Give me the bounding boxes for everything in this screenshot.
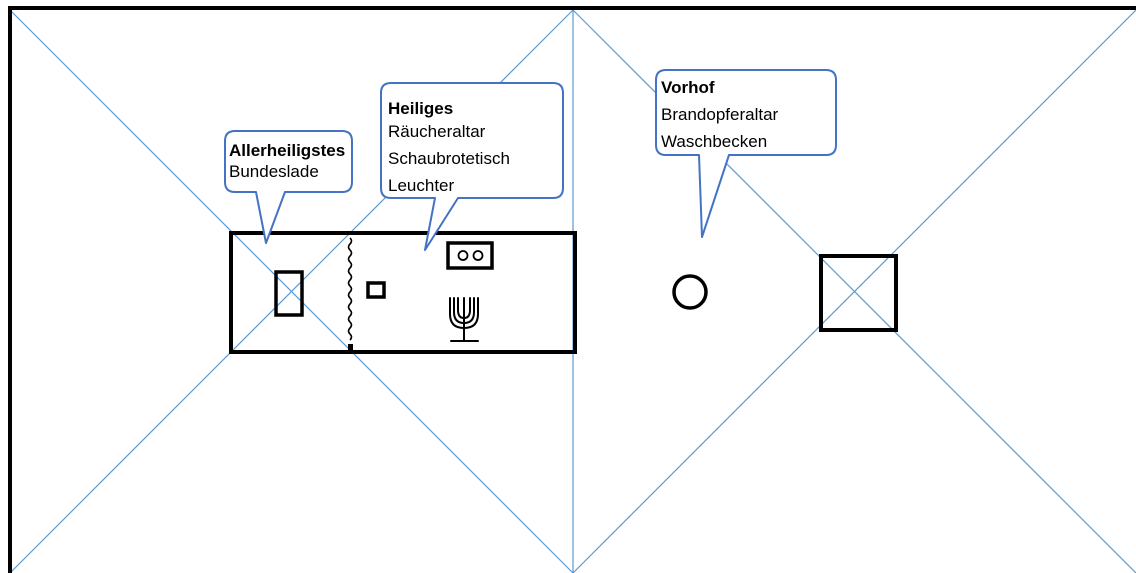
outer-frame: [8, 6, 1136, 573]
veil-icon: [347, 237, 353, 351]
callout-allerheiligstes-title: Allerheiligstes: [229, 141, 346, 160]
callout-allerheiligstes-item: Bundeslade: [229, 162, 319, 181]
showbread-loaf-left: [457, 250, 469, 261]
showbread-table-frame: [446, 241, 494, 270]
callout-heiliges-item: Schaubrotetisch: [388, 149, 510, 168]
callout-vorhof-item: Waschbecken: [661, 132, 768, 151]
callout-heiliges-text: Heiliges Räucheraltar Schaubrotetisch Le…: [388, 98, 510, 196]
callout-heiliges-item: Leuchter: [388, 176, 455, 195]
showbread-loaf-right: [472, 250, 484, 261]
callout-heiliges-title: Heiliges: [388, 99, 454, 118]
callout-heiliges-item: Räucheraltar: [388, 122, 486, 141]
callout-vorhof-title: Vorhof: [661, 78, 715, 97]
guide-line-right-up: [572, 9, 1136, 573]
incense-altar-icon: [366, 281, 386, 299]
veil-base: [348, 344, 353, 351]
callouts: [224, 69, 837, 251]
menorah-arm-middle: [453, 297, 475, 325]
laver-icon: [672, 274, 708, 310]
sanctuary-building: [229, 231, 577, 354]
ark-icon: [274, 270, 304, 317]
menorah-arm-outer: [449, 297, 479, 330]
showbread-table-icon: [446, 241, 494, 270]
callout-allerheiligstes-text: Allerheiligstes Bundeslade: [229, 140, 345, 182]
callout-allerheiligstes-bubble: [224, 130, 353, 244]
veil-wavy-line: [347, 237, 353, 341]
callout-vorhof-item: Brandopferaltar: [661, 105, 779, 124]
callout-vorhof-text: Vorhof Brandopferaltar Waschbecken: [661, 77, 778, 159]
callout-vorhof-bubble: [655, 69, 837, 238]
menorah-icon: [449, 297, 479, 342]
callout-heiliges-bubble: [380, 82, 564, 251]
menorah-arm-inner: [457, 297, 471, 320]
burnt-offering-altar-icon: [819, 254, 898, 332]
